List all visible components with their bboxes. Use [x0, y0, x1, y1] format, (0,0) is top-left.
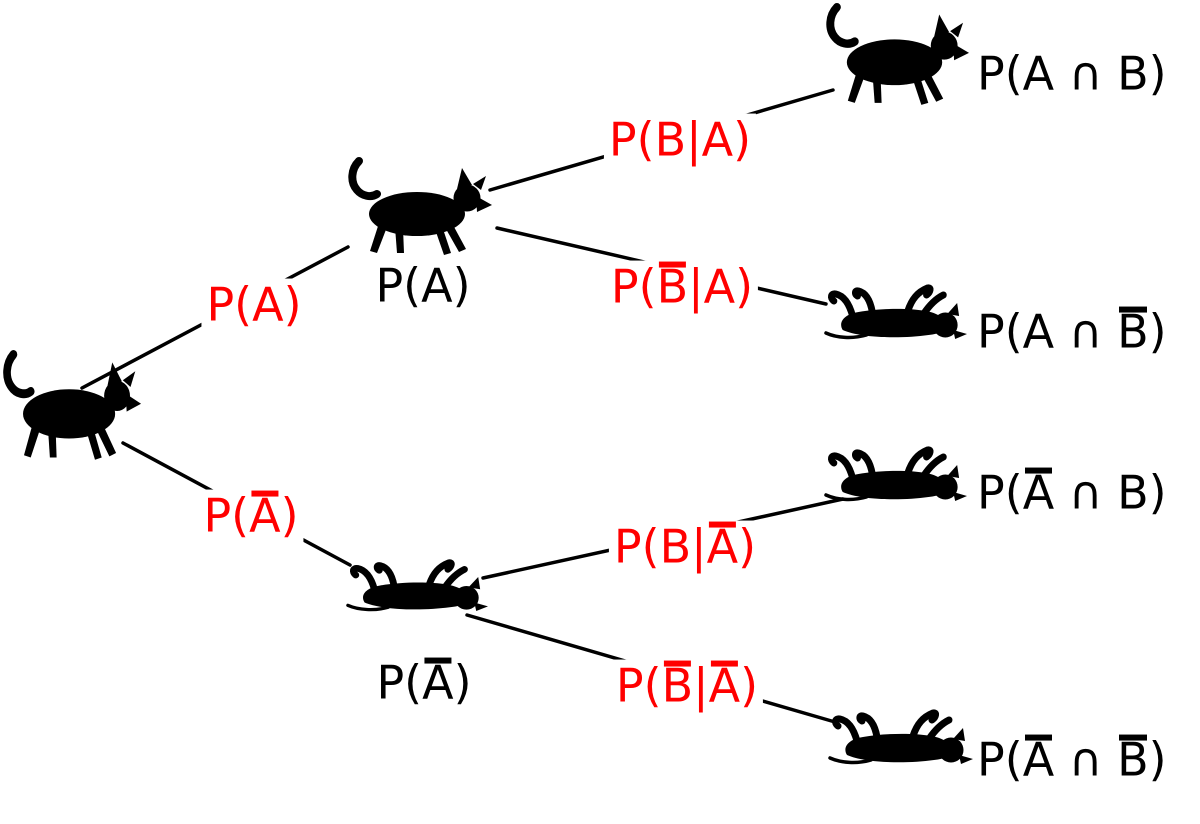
overbar-text: A	[706, 519, 739, 574]
text-part: P(A)	[375, 258, 471, 313]
text-part: P(B|	[613, 519, 707, 574]
overbar-text: A	[249, 488, 281, 543]
text-part: ∩ B)	[1054, 465, 1167, 520]
text-part: )	[453, 655, 472, 710]
text-part: |	[693, 658, 709, 713]
overbar-text: B	[661, 658, 694, 713]
overbar-text: B	[1117, 732, 1149, 787]
branch-label-p-not-b-given-not-a: P(B|A)	[610, 658, 764, 713]
node-label-p-not-a: P(A)	[376, 655, 472, 710]
overbar-text: B	[1117, 304, 1149, 359]
text-part: P(	[615, 658, 662, 713]
dead-cat-icon	[826, 288, 967, 339]
overbar-text: A	[422, 655, 454, 710]
outcome-label-p-not-a-and-not-b: P(A ∩ B)	[977, 732, 1167, 787]
dead-cat-icon	[826, 450, 967, 501]
alive-cat-icon	[352, 161, 492, 255]
alive-cat-icon	[830, 7, 969, 105]
dead-cat-icon	[830, 713, 973, 764]
overbar-text: A	[1022, 732, 1055, 787]
text-part: ∩	[1054, 732, 1118, 787]
text-part: |A)	[688, 259, 754, 314]
overbar-text: A	[1022, 465, 1055, 520]
text-part: P(A ∩	[977, 304, 1118, 359]
branch-label-p-not-a: P(A)	[198, 488, 304, 543]
branch-label-p-not-b-given-a: P(B|A)	[605, 259, 759, 314]
branch-label-p-b-given-a: P(B|A)	[603, 112, 757, 167]
overbar-text: A	[708, 658, 741, 713]
overbar-text: B	[656, 259, 689, 314]
text-part: P(	[203, 488, 250, 543]
text-part: )	[1148, 304, 1167, 359]
outcome-label-p-a-and-b: P(A ∩ B)	[977, 46, 1167, 101]
outcome-label-p-not-a-and-b: P(A ∩ B)	[977, 465, 1167, 520]
text-part: P(B|A)	[608, 112, 752, 167]
text-part: P(A ∩ B)	[977, 46, 1167, 101]
text-part: P(	[610, 259, 657, 314]
node-label-p-a: P(A)	[375, 258, 471, 313]
text-part: )	[740, 658, 759, 713]
text-part: P(A)	[206, 277, 302, 332]
text-part: )	[738, 519, 757, 574]
alive-cat-icon	[7, 354, 141, 459]
branch-label-p-b-given-not-a: P(B|A)	[608, 519, 762, 574]
text-part: P(	[977, 465, 1023, 520]
outcome-label-p-a-and-not-b: P(A ∩ B)	[977, 304, 1167, 359]
text-part: P(	[376, 655, 423, 710]
cat-nodes-layer	[7, 7, 973, 764]
text-part: )	[1148, 732, 1167, 787]
text-part: )	[280, 488, 299, 543]
branch-label-p-a: P(A)	[201, 277, 307, 332]
dead-cat-icon	[348, 563, 488, 611]
text-part: P(	[977, 732, 1023, 787]
